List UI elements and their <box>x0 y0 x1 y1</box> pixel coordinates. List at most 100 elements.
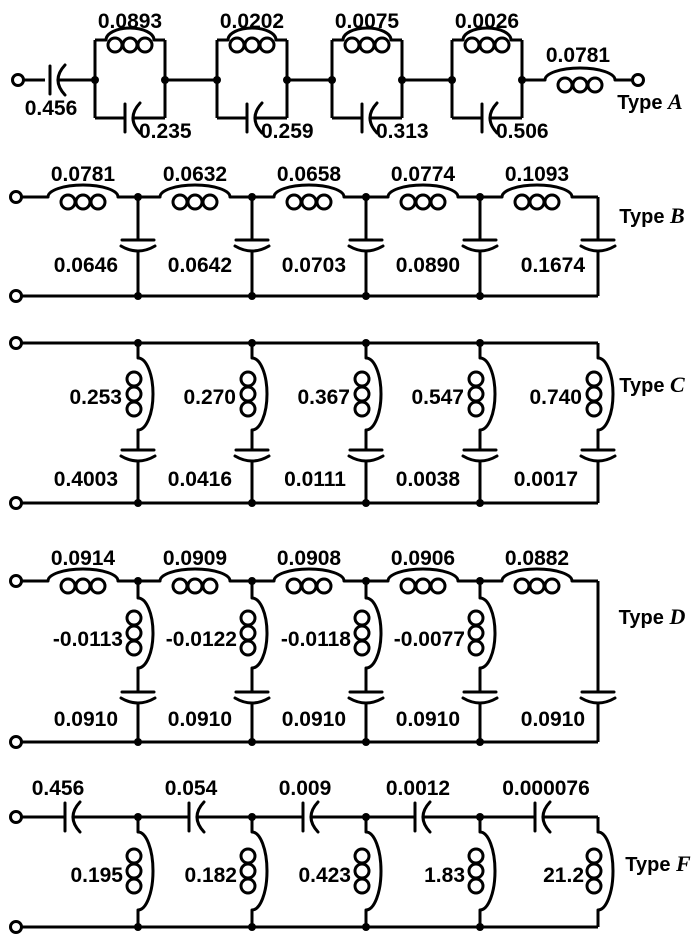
inductor-dome <box>250 596 269 670</box>
inductor-loop <box>467 609 485 627</box>
component-value-label: 0.1093 <box>505 163 569 186</box>
inductor-loop <box>585 847 603 865</box>
capacitor-icon <box>347 448 385 463</box>
inductor-icon <box>46 183 120 211</box>
inductor-dome <box>364 596 383 670</box>
capacitor-icon <box>233 448 271 463</box>
inductor-loop <box>353 370 371 388</box>
inductor-icon <box>158 567 232 595</box>
inductor-loop <box>414 577 432 595</box>
inductor-loop <box>74 193 92 211</box>
junction-dot <box>476 339 484 347</box>
inductor-icon <box>461 26 513 54</box>
inductor-loop <box>239 385 257 403</box>
capacitor-icon <box>119 448 157 463</box>
inductor-dome <box>478 596 497 670</box>
junction-dot <box>248 499 256 507</box>
component-value-label: -0.0077 <box>394 628 465 651</box>
terminal <box>9 920 23 934</box>
capacitor-icon <box>119 238 157 253</box>
inductor-loop <box>125 847 143 865</box>
junction-dot <box>134 193 142 201</box>
terminal <box>9 810 23 824</box>
component-value-label: 0.009 <box>279 777 332 800</box>
junction-dot <box>476 499 484 507</box>
inductor-icon <box>500 183 574 211</box>
circuit-type-a: 0.4560.08930.2350.02020.2590.00750.3130.… <box>11 10 683 143</box>
junction-dot <box>476 193 484 201</box>
inductor-loop <box>585 877 603 895</box>
capacitor-curved-plate <box>579 696 617 705</box>
component-value-label: 0.0910 <box>396 708 460 731</box>
inductor-dome <box>386 567 460 583</box>
component-value-label: 0.0658 <box>277 163 342 186</box>
capacitor-curved-plate <box>233 454 271 463</box>
inductor-loop <box>125 370 143 388</box>
component-value-label: 0.1674 <box>521 254 586 277</box>
inductor-loop <box>201 193 219 211</box>
inductor-loop <box>59 193 77 211</box>
inductor-dome <box>596 830 615 912</box>
inductor-loop <box>543 577 561 595</box>
inductor-loop <box>74 577 92 595</box>
junction-dot <box>134 577 142 585</box>
inductor-loop <box>399 577 417 595</box>
inductor-loop <box>315 577 333 595</box>
inductor-loop <box>543 193 561 211</box>
inductor-icon <box>500 567 574 595</box>
inductor-loop <box>528 193 546 211</box>
component-value-label: 0.0012 <box>386 777 450 800</box>
capacitor-curved-plate <box>347 696 385 705</box>
component-value-label: 0.0416 <box>168 468 232 491</box>
inductor-loop <box>186 193 204 211</box>
inductor-dome <box>136 356 155 432</box>
circuit-type-label: Type D <box>619 604 686 629</box>
junction-dot <box>134 499 142 507</box>
inductor-loop <box>239 609 257 627</box>
junction-dot <box>213 76 221 84</box>
inductor-dome <box>500 183 574 199</box>
terminal <box>9 496 23 510</box>
component-value-label: 0.0910 <box>168 708 232 731</box>
capacitor-icon <box>119 690 157 705</box>
component-value-label: 0.054 <box>165 777 218 800</box>
component-value-label: 0.0909 <box>163 547 227 570</box>
inductor-loop <box>239 370 257 388</box>
inductor-loop <box>300 193 318 211</box>
inductor-icon <box>467 830 497 912</box>
inductor-loop <box>125 862 143 880</box>
capacitor-curved-plate <box>461 696 499 705</box>
inductor-dome <box>272 567 346 583</box>
inductor-loop <box>239 877 257 895</box>
component-value-label: 0.182 <box>184 864 237 887</box>
inductor-icon <box>467 596 497 670</box>
inductor-loop <box>125 877 143 895</box>
inductor-loop <box>243 36 261 54</box>
inductor-icon <box>239 830 269 912</box>
inductor-icon <box>158 183 232 211</box>
component-value-label: 0.0781 <box>51 163 116 186</box>
capacitor-icon <box>233 690 271 705</box>
inductor-loop <box>585 400 603 418</box>
component-value-label: 0.0111 <box>284 468 346 491</box>
inductor-loop <box>59 577 77 595</box>
inductor-loop <box>201 577 219 595</box>
capacitor-curved-plate <box>579 454 617 463</box>
capacitor-icon <box>579 448 617 463</box>
inductor-dome <box>364 830 383 912</box>
terminal <box>9 336 23 350</box>
component-value-label: 0.0890 <box>396 254 460 277</box>
capacitor-icon <box>579 690 617 705</box>
inductor-icon <box>386 183 460 211</box>
inductor-icon <box>125 356 155 432</box>
inductor-dome <box>386 183 460 199</box>
capacitor-icon <box>461 238 499 253</box>
inductor-loop <box>528 577 546 595</box>
inductor-loop <box>399 193 417 211</box>
inductor-loop <box>258 36 276 54</box>
inductor-loop <box>353 877 371 895</box>
inductor-dome <box>46 567 120 583</box>
inductor-dome <box>226 26 278 42</box>
